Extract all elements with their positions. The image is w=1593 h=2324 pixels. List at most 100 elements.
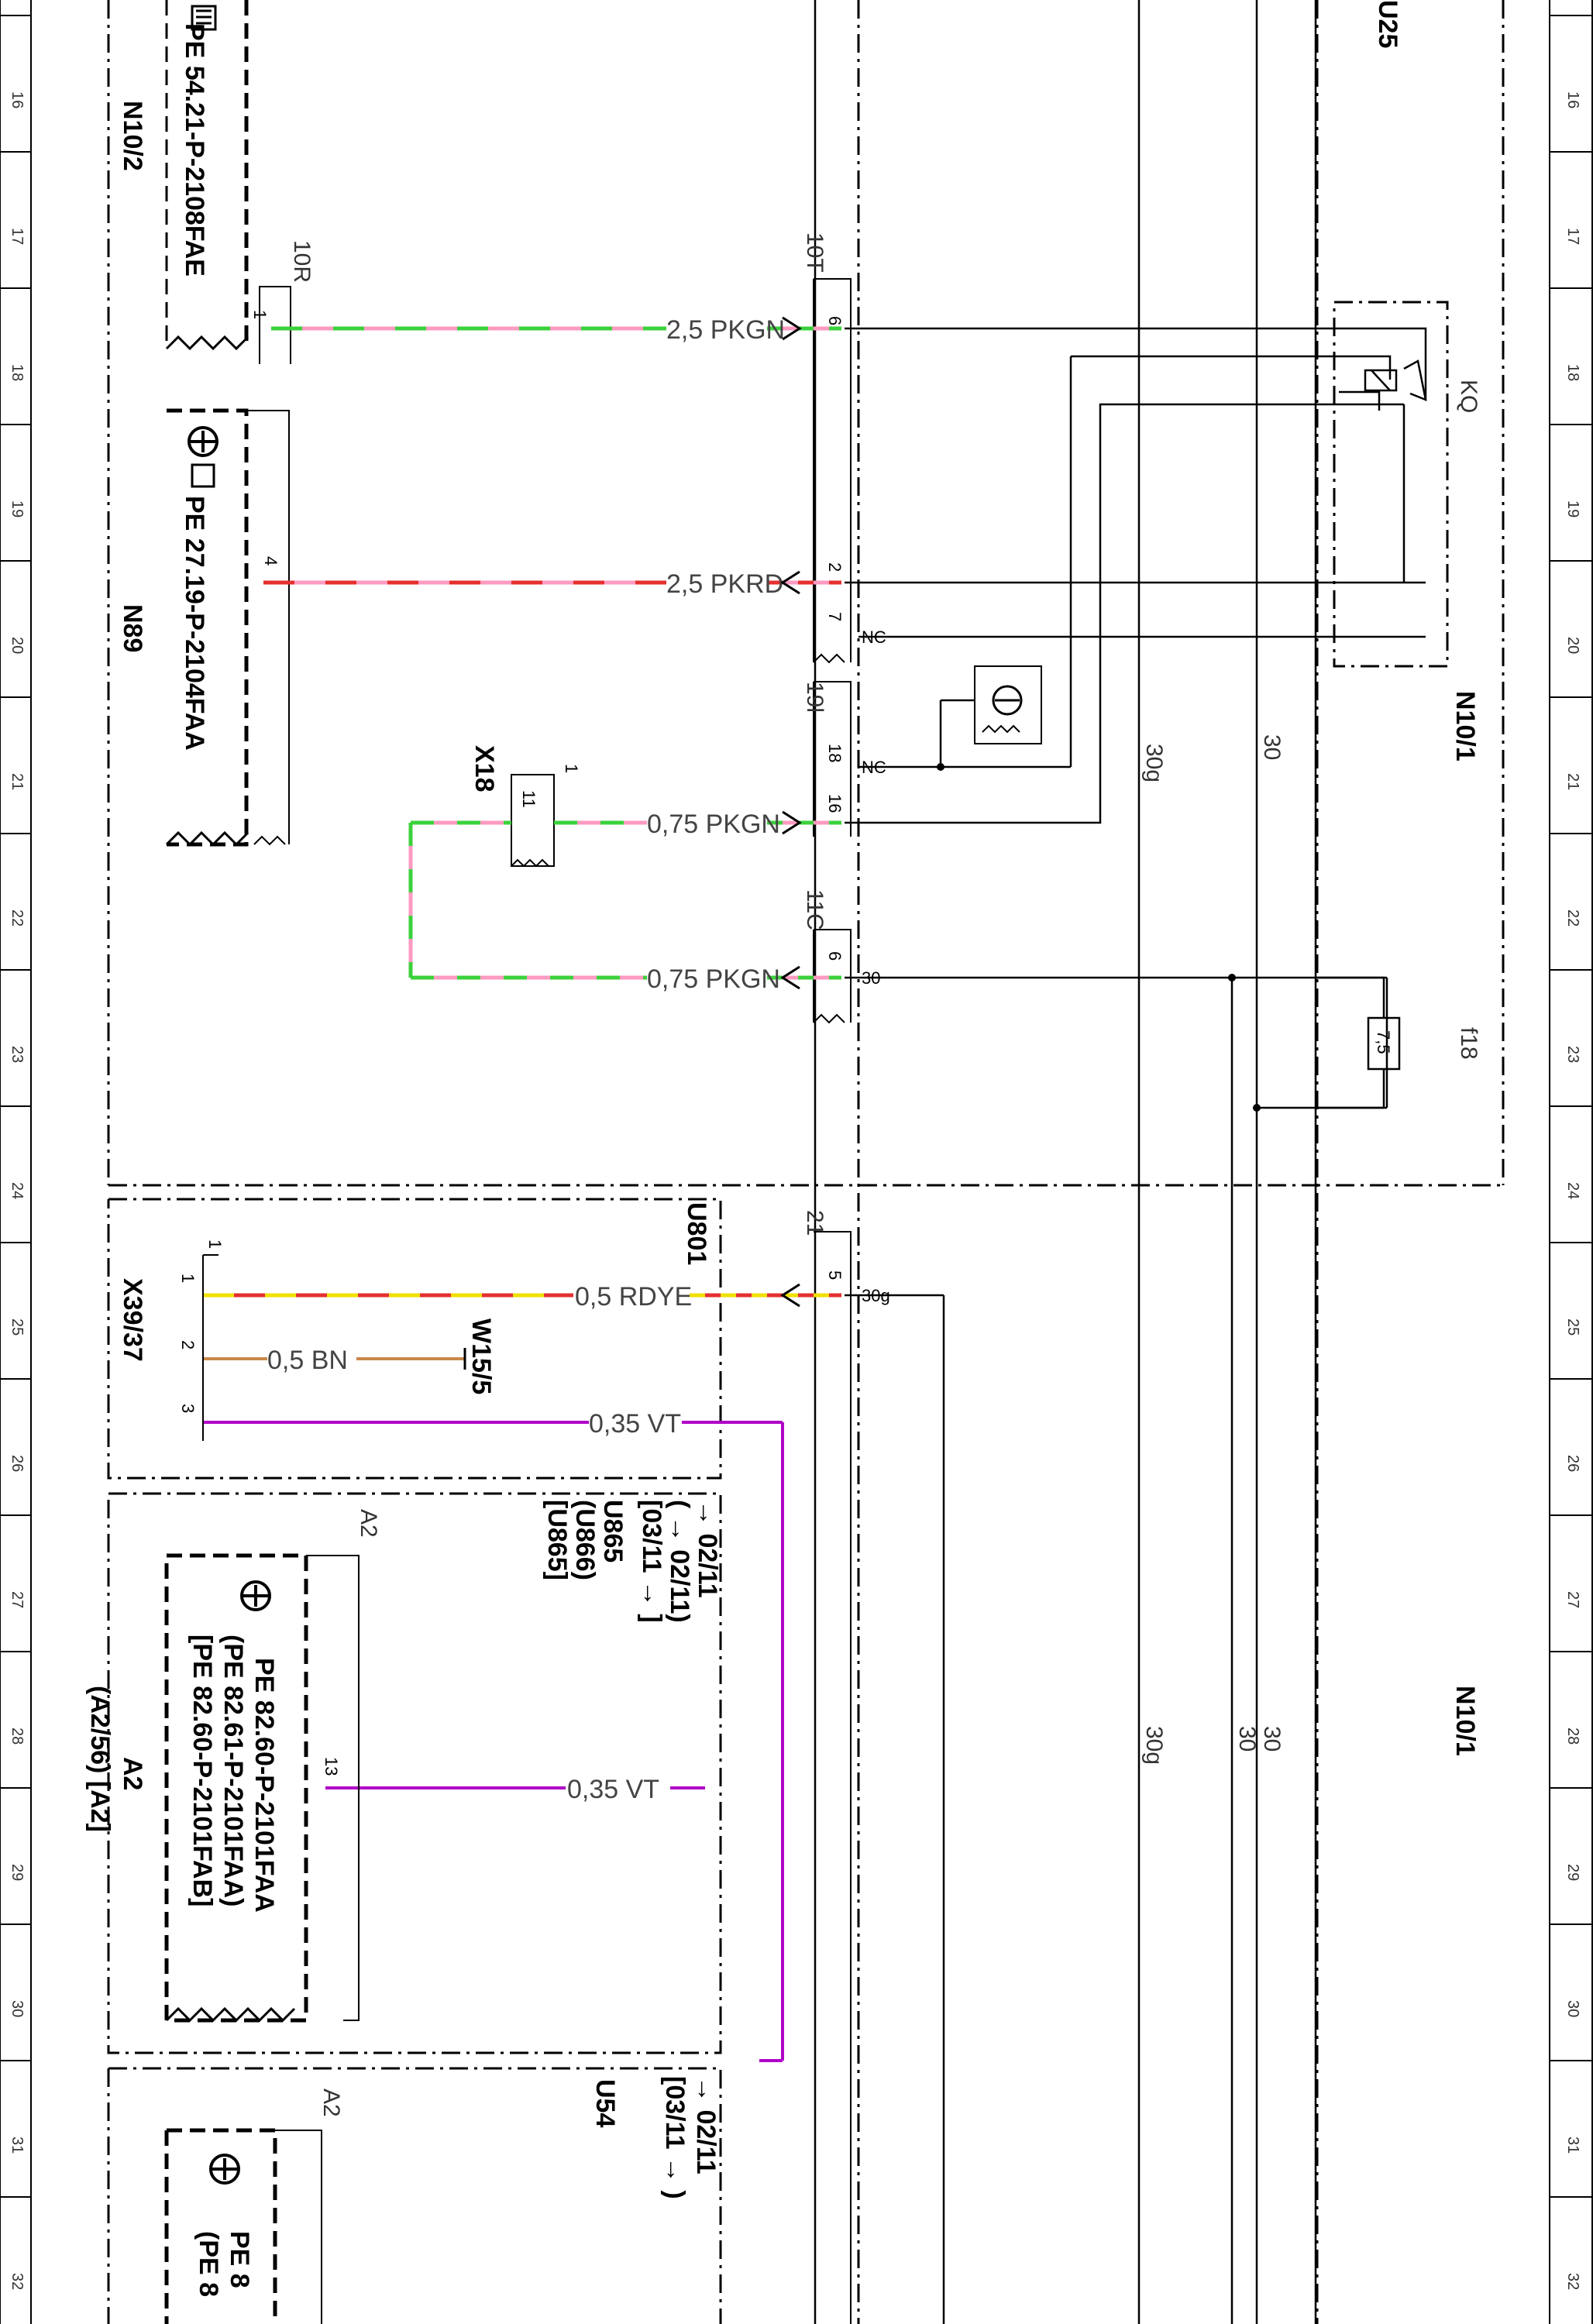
bus-label-30-upper: 30 — [1259, 734, 1285, 760]
u801-pin-2: 2 — [178, 1340, 198, 1349]
connector-10t-pin-7: 7 — [825, 612, 845, 621]
wire-w2-label: 2,5 PKRD — [666, 569, 783, 599]
wire-w5-label: 0,5 RDYE — [575, 1282, 692, 1312]
ruler-number: 27 — [1564, 1591, 1581, 1608]
ruler-number: 20 — [9, 637, 26, 654]
x18-ref: X18 — [470, 745, 499, 792]
connector-19l-pin-18: 18 — [825, 744, 845, 762]
component-a2 — [164, 1553, 360, 2023]
x18-pin: 11 — [519, 790, 538, 808]
ruler-number: 16 — [9, 91, 26, 108]
bus-label-30g-upper: 30g — [1141, 744, 1167, 782]
n89-pin: 4 — [261, 556, 280, 566]
ruler-number: 30 — [1564, 2000, 1581, 2017]
component-u54 — [164, 2128, 322, 2324]
connector-10t-pin-2: 2 — [825, 562, 845, 572]
u54-lead: A2 — [318, 2089, 344, 2117]
ruler-number: 17 — [1564, 228, 1581, 245]
ruler-number: 19 — [1564, 500, 1581, 517]
a2-ref: A2 — [118, 1757, 147, 1790]
wire-w1-label: 2,5 PKGN — [666, 315, 785, 345]
ruler-number: 18 — [9, 364, 26, 381]
n10-2-pin: 1 — [250, 310, 270, 319]
ruler-number: 25 — [1564, 1318, 1581, 1336]
transistor-icon — [992, 685, 1023, 716]
a2-doc-3: [PE 82.60-P-2101FAB] — [188, 1635, 217, 1907]
ruler-number: 20 — [1564, 637, 1581, 654]
connector-11c-pin: 6 — [825, 951, 845, 961]
ruler-number: 24 — [9, 1182, 26, 1199]
u25-label: U25 — [1373, 0, 1402, 48]
relay-kq — [1364, 359, 1427, 402]
ruler-number: 31 — [1564, 2137, 1581, 2154]
a2-ref-alt: (A2/56) [A2] — [85, 1686, 115, 1832]
ruler-number: 26 — [9, 1455, 26, 1472]
wire-w6-label: 0,5 BN — [267, 1346, 348, 1375]
connector-10t-pin-6: 6 — [825, 316, 845, 325]
transistor-icon — [209, 2154, 240, 2185]
a2-code-3: [03/11 → ] — [637, 1500, 666, 1623]
wire-w3 — [408, 820, 841, 978]
terminal-30g: 30g — [862, 1286, 890, 1305]
fuse-f18-label: f18 — [1456, 1027, 1481, 1060]
wire-w3-label: 0,75 PKGN — [647, 810, 780, 839]
ruler-number: 22 — [9, 909, 26, 927]
u54-doc-2: (PE 8 — [194, 2231, 223, 2297]
wire-w4-label: 0,75 PKGN — [647, 964, 780, 994]
a2-code-2: ( → 02/11) — [665, 1500, 694, 1623]
u801-splice: X39/37 — [118, 1278, 147, 1362]
bus-label-30-lower-b: 30 — [1259, 1726, 1285, 1752]
bus-lines — [814, 0, 1317, 2324]
a2-lead: A2 — [356, 1509, 381, 1538]
a2-code-1: → 02/11 — [693, 1500, 722, 1598]
ruler-left — [0, 0, 32, 2324]
ruler-number: 22 — [1564, 909, 1581, 927]
ruler-number: 29 — [9, 1864, 26, 1881]
bus-label-30-lower-a: 30 — [1234, 1726, 1260, 1752]
ruler-number: 25 — [9, 1318, 26, 1336]
fuse-f18-rating: 7,5 — [1374, 1030, 1393, 1054]
ruler-number: 28 — [9, 1728, 26, 1745]
ruler-number: 27 — [9, 1591, 26, 1608]
u54-code-1: → 02/11 — [691, 2076, 721, 2174]
ruler-number: 29 — [1564, 1864, 1581, 1881]
u801-pin-3: 3 — [178, 1404, 198, 1413]
n10-2-doc: PE 54.21-P-2108FAE — [180, 23, 209, 277]
connector-column — [813, 278, 852, 2324]
wire-w7 — [203, 1421, 784, 2062]
connector-21-ref: 21 — [802, 1210, 827, 1236]
connector-arrows — [780, 316, 802, 1308]
connector-19l-pin-16: 16 — [825, 794, 845, 813]
a2-code-6: [U865] — [542, 1500, 572, 1580]
ruler-number: 21 — [1564, 773, 1581, 790]
internal-wiring — [845, 327, 1427, 2324]
ruler-number: 28 — [1564, 1728, 1581, 1745]
ruler-right — [1549, 0, 1593, 2324]
a2-code-5: (U866) — [570, 1500, 600, 1580]
ruler-number: 30 — [9, 2000, 26, 2017]
ruler-number: 32 — [1564, 2273, 1581, 2290]
u54-doc-1: PE 8 — [225, 2231, 254, 2288]
ruler-number: 17 — [9, 228, 26, 245]
component-u801 — [202, 1254, 218, 1441]
terminal-30: 30 — [862, 968, 880, 988]
ruler-number: 26 — [1564, 1455, 1581, 1472]
wire-w7-label: 0,35 VT — [589, 1409, 681, 1439]
ruler-number: 24 — [1564, 1182, 1581, 1199]
u801-pin-1: 1 — [178, 1274, 198, 1283]
connector-19l-ref: 19l — [802, 682, 827, 713]
transistor-icon — [188, 426, 218, 457]
connector-11c-ref: 11C — [802, 889, 827, 930]
connector-21-pin: 5 — [825, 1270, 845, 1280]
hand-icon — [191, 5, 217, 31]
ruler-number: 23 — [9, 1046, 26, 1063]
component-x18: X18 11 1 — [470, 745, 581, 868]
hand-icon — [191, 463, 215, 488]
u801-ref: U801 — [682, 1202, 711, 1265]
ruler-number: 21 — [9, 773, 26, 790]
a2-doc-2: (PE 82.61-P-2101FAA) — [218, 1635, 248, 1907]
n10-1-ref-lower: N10/1 — [1450, 1686, 1480, 1756]
wire-w6 — [203, 1348, 466, 1370]
ruler-number: 19 — [9, 500, 26, 517]
a2-pin: 13 — [322, 1757, 341, 1776]
